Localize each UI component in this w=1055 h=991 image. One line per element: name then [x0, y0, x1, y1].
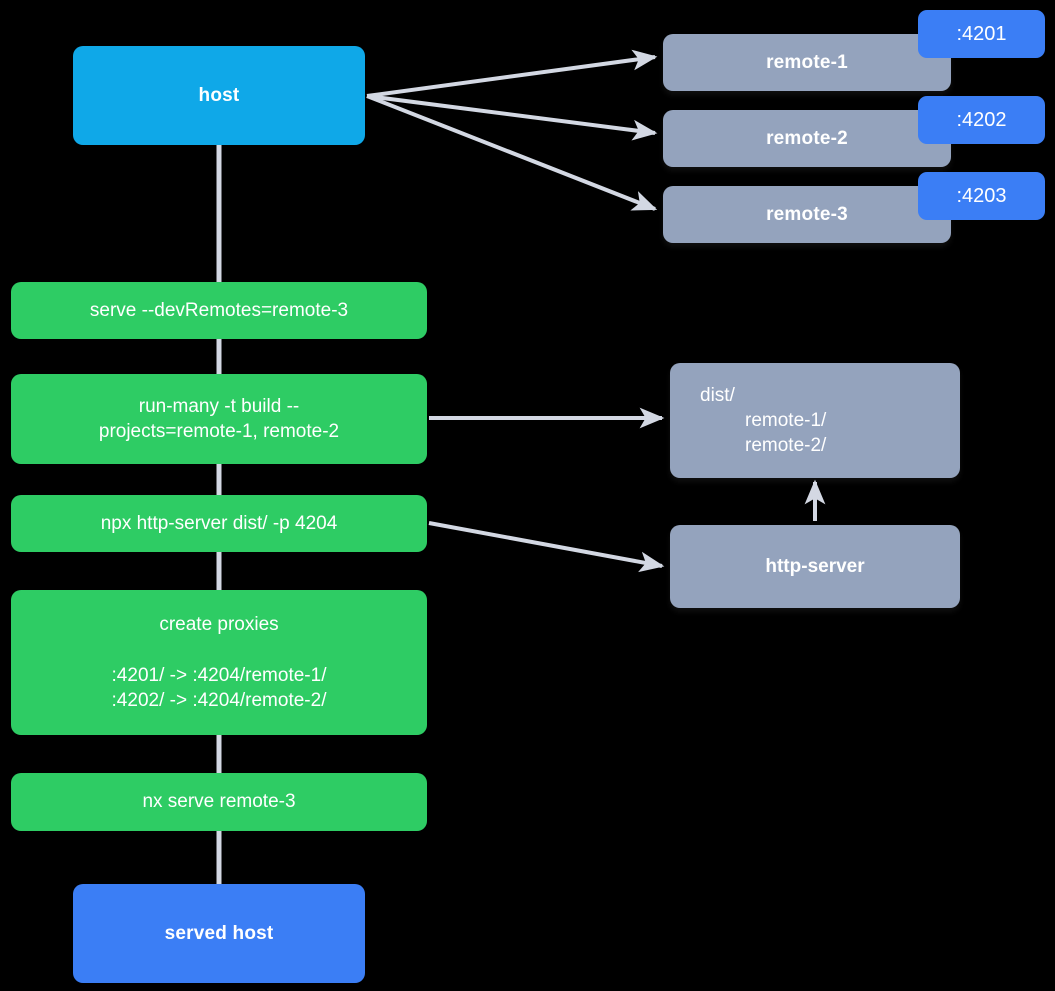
node-command-npx-http-server-line-1: npx http-server dist/ -p 4204	[100, 512, 338, 534]
edge-httpcmd-httpserver	[428, 521, 665, 573]
node-command-serve[interactable]: serve --devRemotes=remote-3	[11, 282, 427, 339]
node-http-server-label: http-server	[765, 555, 865, 577]
badge-remote-3-port[interactable]: :4203	[918, 172, 1045, 220]
node-command-run-many-line-1: run-many -t build --	[138, 395, 300, 417]
node-command-create-proxies-title: create proxies	[159, 613, 279, 635]
node-remote-3[interactable]: remote-3	[663, 186, 951, 243]
node-host-label: host	[198, 84, 240, 106]
node-host[interactable]: host	[73, 46, 365, 145]
node-command-npx-http-server[interactable]: npx http-server dist/ -p 4204	[11, 495, 427, 552]
node-command-create-proxies[interactable]: create proxies :4201/ -> :4204/remote-1/…	[11, 590, 427, 735]
node-remote-2-label: remote-2	[766, 127, 848, 149]
node-remote-1[interactable]: remote-1	[663, 34, 951, 91]
node-remote-1-label: remote-1	[766, 51, 848, 73]
node-command-nx-serve[interactable]: nx serve remote-3	[11, 773, 427, 831]
node-dist-line-1: dist/	[700, 384, 735, 406]
node-remote-3-label: remote-3	[766, 203, 848, 225]
node-dist[interactable]: dist/ remote-1/ remote-2/	[670, 363, 960, 478]
node-http-server[interactable]: http-server	[670, 525, 960, 608]
badge-remote-2-port[interactable]: :4202	[918, 96, 1045, 144]
edge-host-remote-1	[366, 49, 658, 98]
node-dist-line-2: remote-1/	[745, 409, 827, 431]
node-dist-line-3: remote-2/	[745, 435, 827, 457]
node-served-host[interactable]: served host	[73, 884, 365, 983]
badge-remote-1-port[interactable]: :4201	[918, 10, 1045, 58]
node-command-run-many-line-2: projects=remote-1, remote-2	[98, 421, 340, 442]
badge-remote-2-port-label: :4202	[956, 108, 1007, 131]
node-served-host-label: served host	[164, 922, 274, 944]
node-command-nx-serve-line-1: nx serve remote-3	[142, 791, 296, 813]
edge-host-remote-2	[366, 94, 658, 141]
node-remote-2[interactable]: remote-2	[663, 110, 951, 167]
node-command-run-many[interactable]: run-many -t build -- projects=remote-1, …	[11, 374, 427, 464]
badge-remote-3-port-label: :4203	[956, 184, 1007, 207]
badge-remote-1-port-label: :4201	[956, 22, 1007, 45]
node-command-serve-line-1: serve --devRemotes=remote-3	[89, 299, 349, 321]
node-command-create-proxies-line-1: :4201/ -> :4204/remote-1/	[111, 664, 327, 686]
node-command-create-proxies-line-2: :4202/ -> :4204/remote-2/	[111, 690, 327, 712]
node-dist-text: dist/ remote-1/ remote-2/	[670, 383, 960, 458]
edge-host-remote-3	[366, 94, 658, 211]
